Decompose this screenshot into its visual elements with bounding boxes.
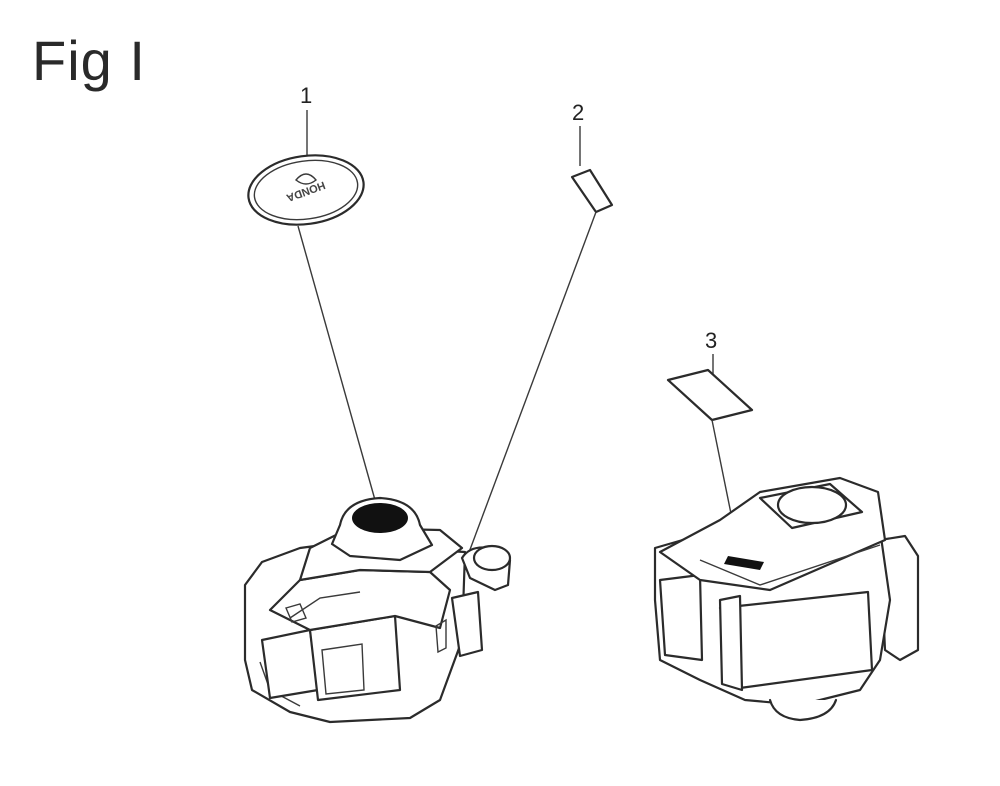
callout-number-2: 2 xyxy=(572,100,584,125)
callout-number-3: 3 xyxy=(705,328,717,353)
engine-right xyxy=(653,476,920,722)
callout-2: 2 xyxy=(439,100,614,631)
callout-number-1: 1 xyxy=(300,83,312,108)
emblem-part-1: HONDA xyxy=(247,154,365,226)
label-part-3 xyxy=(666,368,754,422)
callout-1: 1 HONDA xyxy=(247,83,376,501)
filler-cap-mark xyxy=(352,503,408,533)
engine-left xyxy=(243,496,512,724)
label-part-2 xyxy=(570,168,614,214)
figure-title: Fig I xyxy=(32,29,146,92)
label-location-mark xyxy=(724,556,764,570)
